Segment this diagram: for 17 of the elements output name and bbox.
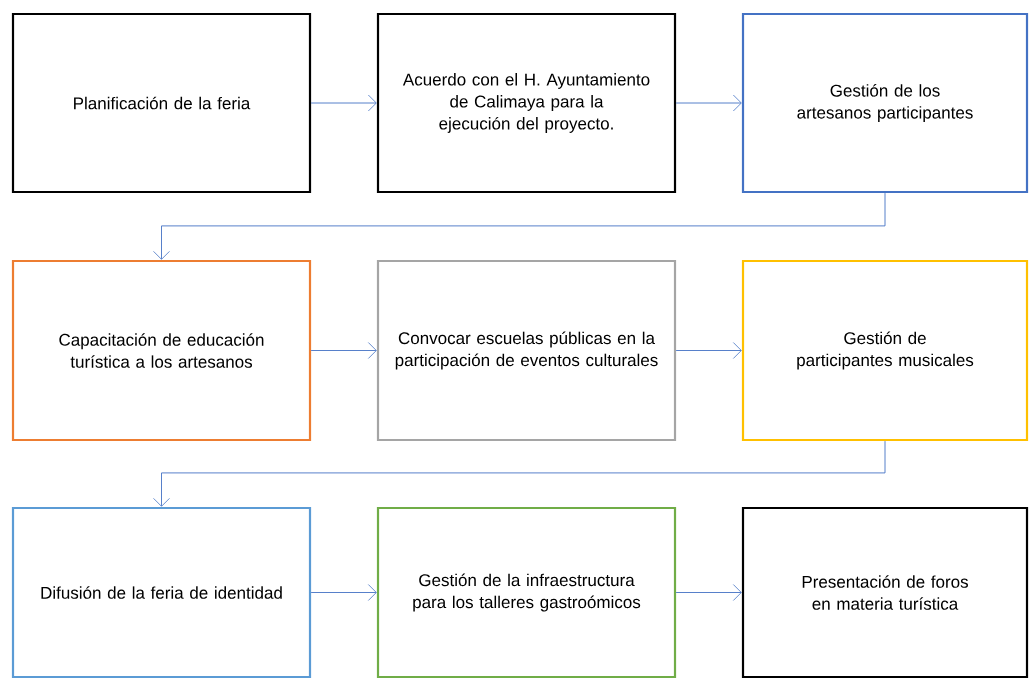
process-box: Gestión de participantes musicales [741, 259, 1029, 442]
process-box: Presentación de foros en materia turística [741, 506, 1029, 679]
arrow [310, 584, 377, 601]
process-box: Difusión de la feria de identidad [11, 506, 312, 679]
arrow [675, 94, 742, 112]
process-box: Convocar escuelas públicas en la participación de eventos culturales [376, 259, 677, 442]
arrow [153, 192, 886, 260]
arrow [310, 342, 377, 359]
arrow [153, 440, 886, 507]
process-box: Gestión de la infraestructura para los talleres gastroómicos [376, 506, 677, 679]
arrow [310, 94, 377, 112]
process-box: Acuerdo con el H. Ayuntamiento de Calimaya para la ejecución del proyecto. [376, 12, 677, 194]
arrow [675, 342, 742, 359]
process-box: Capacitación de educación turística a los artesanos [11, 259, 312, 442]
arrow [675, 584, 742, 601]
process-box: Planificación de la feria [11, 12, 312, 194]
process-box: Gestión de los artesanos participantes [741, 12, 1029, 194]
